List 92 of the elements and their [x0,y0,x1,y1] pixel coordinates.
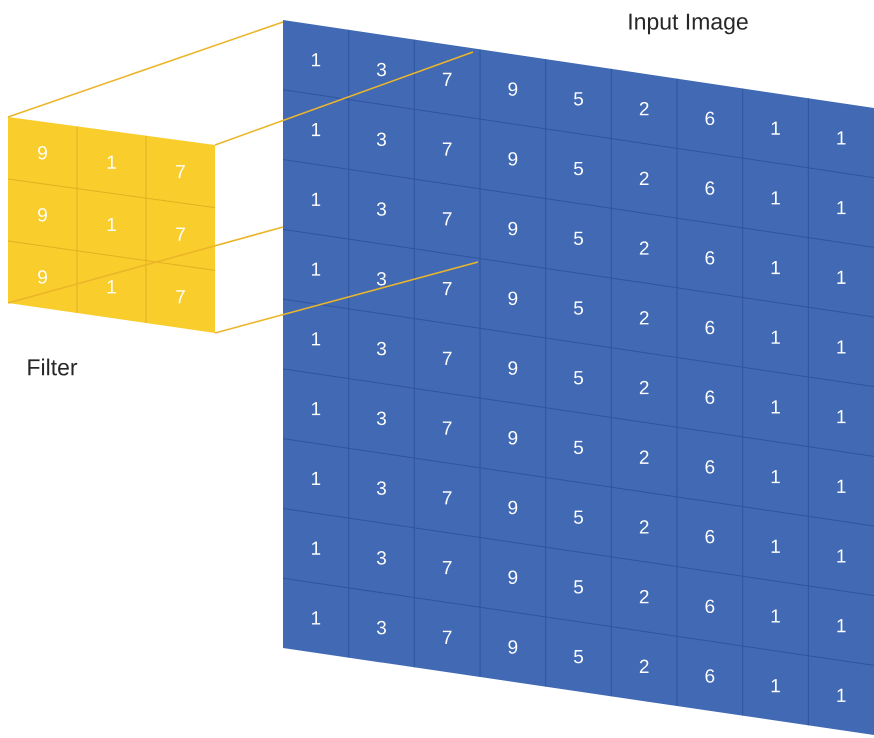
cell-value: 6 [706,390,714,404]
cell-value: 1 [837,619,846,632]
cell-value: 7 [176,165,185,178]
cell-value: 1 [837,549,846,563]
grid-title: Filter [28,358,78,376]
cell-value: 2 [640,450,648,464]
cell-value: 1 [837,688,846,702]
cell-value: 7 [442,422,452,435]
cell-value: 5 [574,650,583,664]
cell-value: 6 [706,669,714,683]
cell-value: 6 [706,112,714,126]
cell-value: 1 [837,480,846,493]
cell-value: 1 [772,122,780,135]
cell-value: 1 [772,400,780,414]
cell-value: 3 [376,412,386,426]
cell-value: 7 [442,72,452,86]
cell-value: 1 [837,131,846,144]
cell-value: 7 [442,630,452,644]
cell-value: 1 [312,332,320,346]
cell-value: 9 [508,431,518,444]
cell-value: 6 [706,251,714,265]
cell-value: 1 [108,156,116,169]
cell-value: 2 [640,241,648,255]
grid-title: Input Image [629,14,748,34]
cell-value: 2 [640,590,648,604]
cell-value: 3 [376,342,386,356]
cell-value: 7 [442,561,452,574]
cell-value: 5 [574,232,583,245]
cell-value: 1 [772,540,780,553]
cell-value: 5 [574,510,583,524]
cell-value: 3 [376,62,386,76]
cell-value: 1 [312,472,320,485]
cell-value: 6 [706,181,714,195]
cell-value: 6 [706,530,714,544]
cell-value: 1 [312,542,320,555]
cell-value: 9 [508,361,518,375]
cell-value: 2 [640,102,648,116]
cell-value: 7 [442,282,452,296]
cell-value: 3 [376,272,386,286]
cell-value: 7 [442,491,452,504]
cell-value: 9 [38,270,47,284]
cell-value: 2 [640,520,648,534]
cell-value: 1 [837,410,846,424]
cell-value: 9 [508,82,518,96]
cell-value: 5 [574,580,583,594]
cell-value: 3 [376,481,386,495]
cell-value: 6 [706,600,714,614]
cell-value: 3 [376,132,386,146]
cell-value: 2 [640,172,648,185]
cell-value: 9 [508,152,518,166]
cell-value: 2 [640,380,648,394]
cell-value: 7 [442,142,452,156]
cell-value: 2 [640,311,648,324]
cell-value: 1 [772,330,780,344]
cell-value: 1 [837,340,846,354]
cell-value: 1 [772,191,780,204]
cell-value: 7 [176,290,185,304]
cell-value: 1 [312,402,320,416]
cell-value: 1 [312,262,320,276]
cell-value: 9 [38,146,47,160]
cell-value: 9 [508,292,518,306]
cell-value: 3 [376,620,386,634]
cell-value: 9 [508,570,518,584]
cell-value: 5 [574,92,583,106]
cell-value: 3 [376,202,386,216]
cell-value: 5 [574,371,583,384]
cell-value: 1 [108,280,116,294]
cell-value: 1 [108,218,116,232]
cell-value: 1 [312,192,320,206]
cell-value: 1 [312,53,320,66]
cell-value: 5 [574,162,583,176]
cell-value: 7 [442,212,452,226]
cell-value: 5 [574,440,583,454]
cell-value: 1 [772,470,780,484]
cell-value: 1 [772,261,780,274]
cell-value: 9 [508,640,518,654]
cell-value: 1 [772,609,780,623]
cell-value: 9 [508,500,518,514]
cell-value: 5 [574,301,583,315]
cell-value: 6 [706,320,714,334]
cell-value: 1 [772,679,780,692]
cell-value: 1 [312,123,320,136]
cell-value: 6 [706,460,714,474]
cell-value: 1 [312,611,320,624]
cell-value: 1 [837,270,846,284]
cell-value: 9 [508,222,518,236]
cell-value: 3 [376,551,386,565]
cell-value: 2 [640,660,648,673]
cell-value: 7 [442,352,452,365]
cell-value: 9 [38,208,47,222]
cell-value: 7 [176,228,185,241]
cell-value: 1 [837,201,846,214]
